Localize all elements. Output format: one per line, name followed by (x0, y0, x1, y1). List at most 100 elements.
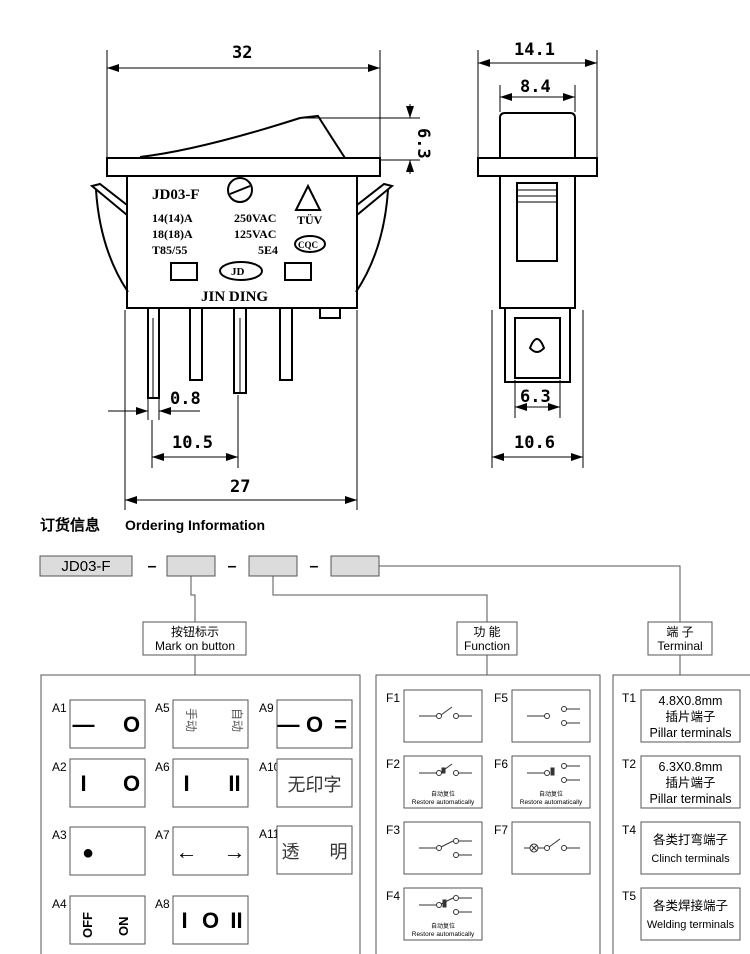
mark-option-a9[interactable]: A9—O= (259, 699, 353, 749)
option-code: A8 (155, 897, 170, 911)
group-function-cn: 功 能 (473, 625, 500, 639)
group-function-header (456, 621, 518, 656)
dim-width-label: 32 (232, 43, 252, 63)
mark-symbol: OFF (80, 912, 95, 938)
mark-option-box[interactable] (166, 555, 216, 577)
function-option-box[interactable] (248, 555, 298, 577)
function-option-f1[interactable]: F1 (386, 689, 483, 743)
mark-button-face (69, 826, 146, 876)
side-terminal (504, 308, 571, 383)
jd-logo (219, 261, 263, 281)
function-option-f3[interactable]: F3 (386, 821, 483, 875)
function-option-f7[interactable]: F7 (494, 821, 591, 875)
option-code: A7 (155, 828, 170, 842)
side-rocker (499, 112, 576, 158)
cqc-text: CQC (298, 240, 318, 250)
terminal-option-box[interactable] (330, 555, 380, 577)
option-code: F1 (386, 691, 400, 705)
ordering-title-cn: 订货信息 (40, 516, 100, 534)
mark-symbol: = (334, 712, 347, 737)
group-terminal-en: Terminal (657, 639, 702, 653)
side-dim-terminal-label: 6.3 (520, 387, 551, 407)
mark-symbol: O (123, 712, 140, 737)
mark-option-a11[interactable]: A11透明 (259, 825, 353, 875)
mark-option-a3[interactable]: A3● (52, 826, 146, 876)
terminal-hole (528, 338, 546, 353)
mark-button-face (172, 895, 249, 945)
terminal-text: Clinch terminals (651, 853, 730, 865)
function-note-cn: 自动复位 (539, 790, 563, 798)
mark-button-face (69, 895, 146, 945)
mark-button-face (276, 699, 353, 749)
separator-3: – (310, 558, 319, 575)
dim-rocker-height-label: 6.3 (413, 128, 433, 159)
ordering-information: 订货信息 Ordering Information JD03-F – – – 按… (39, 516, 750, 954)
mark-symbol: 透 (282, 842, 300, 862)
front-view-drawing: 32 6.3 JD03-F 14(14)A 250VAC 18(18)A 125… (89, 43, 433, 510)
circuit-diagram-icon (419, 706, 472, 719)
dim-pin-pitch-label: 10.5 (172, 433, 213, 453)
rocker-button (139, 114, 346, 159)
mark-symbol: → (224, 839, 246, 864)
mark-symbol: O (123, 771, 140, 796)
marking-rating1-voltage: 250VAC (234, 211, 276, 225)
function-note-cn: 自动复位 (431, 790, 455, 798)
terminal-text: 4.8X0.8mm (659, 694, 723, 708)
mark-button-face (172, 826, 249, 876)
marking-temp: T85/55 (152, 243, 187, 257)
marking-brand: JIN DING (201, 289, 268, 305)
group-function-en: Function (464, 639, 510, 653)
function-box (403, 821, 483, 875)
mark-symbol: II (230, 908, 242, 933)
marking-rating1-current: 14(14)A (152, 211, 193, 225)
terminal-box (640, 887, 741, 941)
function-box (403, 887, 483, 941)
function-note-cn: 自动复位 (431, 922, 455, 930)
mark-symbol: ← (176, 839, 198, 864)
model-code: JD03-F (61, 558, 110, 575)
option-code: T4 (622, 823, 636, 837)
separator-2: – (228, 558, 237, 575)
terminal-text: 6.3X0.8mm (659, 760, 723, 774)
mark-option-a1[interactable]: A1—O (52, 699, 146, 749)
window-left (170, 262, 198, 281)
mark-symbol: O (202, 908, 219, 933)
terminal-panel (612, 674, 750, 954)
terminal-box (640, 689, 741, 743)
mark-option-a7[interactable]: A7 ← → (155, 826, 249, 876)
left-clip-leg (95, 189, 129, 293)
option-code: A4 (52, 897, 67, 911)
mark-symbol: ● (82, 842, 94, 864)
mark-symbol: 自动 (230, 708, 244, 732)
function-option-f5[interactable]: F5 (494, 689, 591, 743)
marking-tuv: TÜV (297, 213, 323, 227)
connector-function (272, 576, 488, 622)
mark-panel (40, 674, 361, 954)
mark-button-face (69, 758, 146, 808)
marking-model: JD03-F (152, 187, 200, 203)
function-note-en: Restore automatically (412, 799, 475, 806)
mark-button-face (172, 758, 249, 808)
function-box (511, 689, 591, 743)
mark-symbol: I (181, 908, 187, 933)
option-code: F3 (386, 823, 400, 837)
terminal-text: 插片端子 (665, 710, 715, 724)
side-dim-width-label: 14.1 (514, 40, 555, 60)
option-code: A5 (155, 701, 170, 715)
